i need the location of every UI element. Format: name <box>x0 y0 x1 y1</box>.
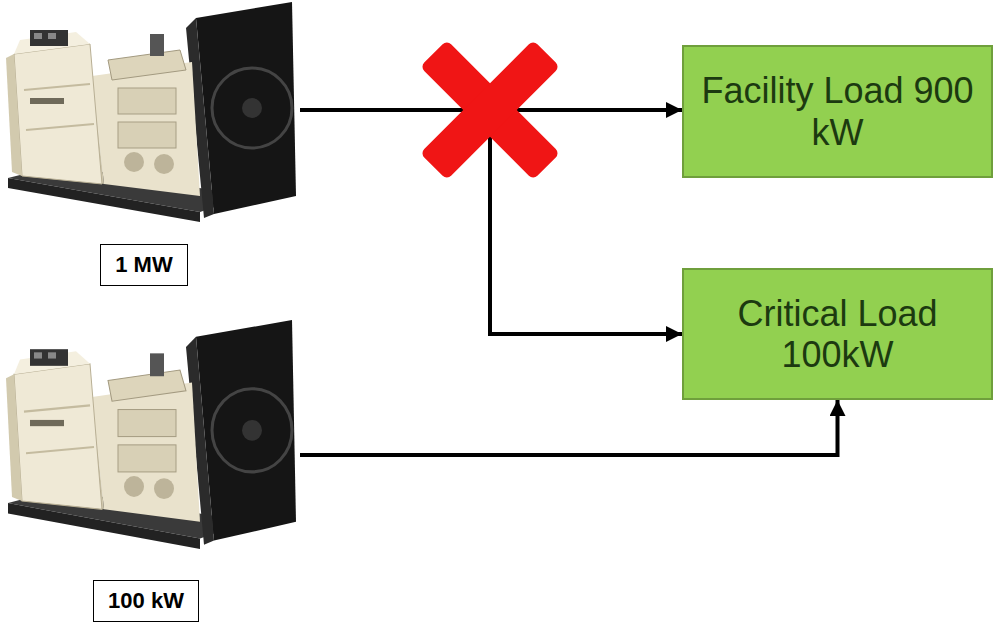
rating-label: 1 MW <box>100 244 187 286</box>
load-box: Critical Load 100kW <box>682 268 993 400</box>
rating-label: 100 kW <box>93 580 199 622</box>
power-feed-line <box>300 400 838 455</box>
generator-picture <box>6 320 296 549</box>
load-label: Facility Load 900 kW <box>698 70 977 153</box>
generator-picture <box>6 2 296 222</box>
power-feed-line <box>300 110 682 334</box>
load-label: Critical Load 100kW <box>698 293 977 376</box>
load-box: Facility Load 900 kW <box>682 45 993 178</box>
generator-unit: 1 MW <box>0 0 300 292</box>
generator-unit: 100 kW <box>0 318 300 628</box>
